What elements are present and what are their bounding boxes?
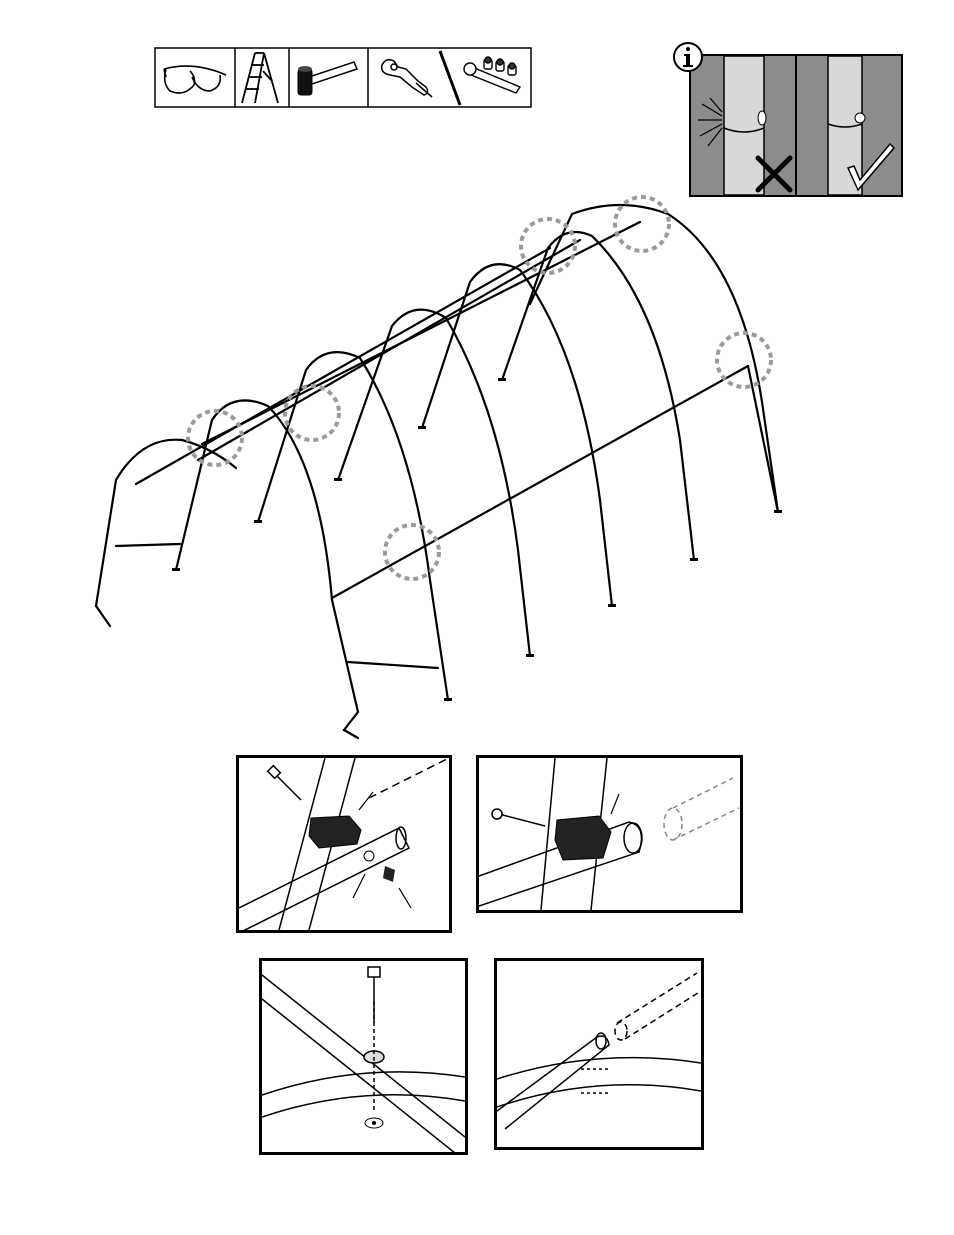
corner-brace-bolt-detail: [236, 755, 452, 933]
nut-icon: [365, 1118, 383, 1128]
info-icon: [674, 43, 702, 71]
washer-nut-icon: [364, 851, 395, 882]
corner-brace-insert-detail: [476, 755, 743, 913]
greenhouse-frame-illustration: [0, 190, 954, 750]
ridge-bolt-detail: [259, 958, 468, 1155]
tools-strip: [154, 47, 532, 108]
bolt-icon: [492, 809, 545, 826]
ridge-insert-detail: [494, 958, 704, 1150]
bolt-icon: [368, 967, 380, 1023]
bolt-icon: [268, 766, 301, 800]
info-tip-panel: [672, 40, 904, 198]
